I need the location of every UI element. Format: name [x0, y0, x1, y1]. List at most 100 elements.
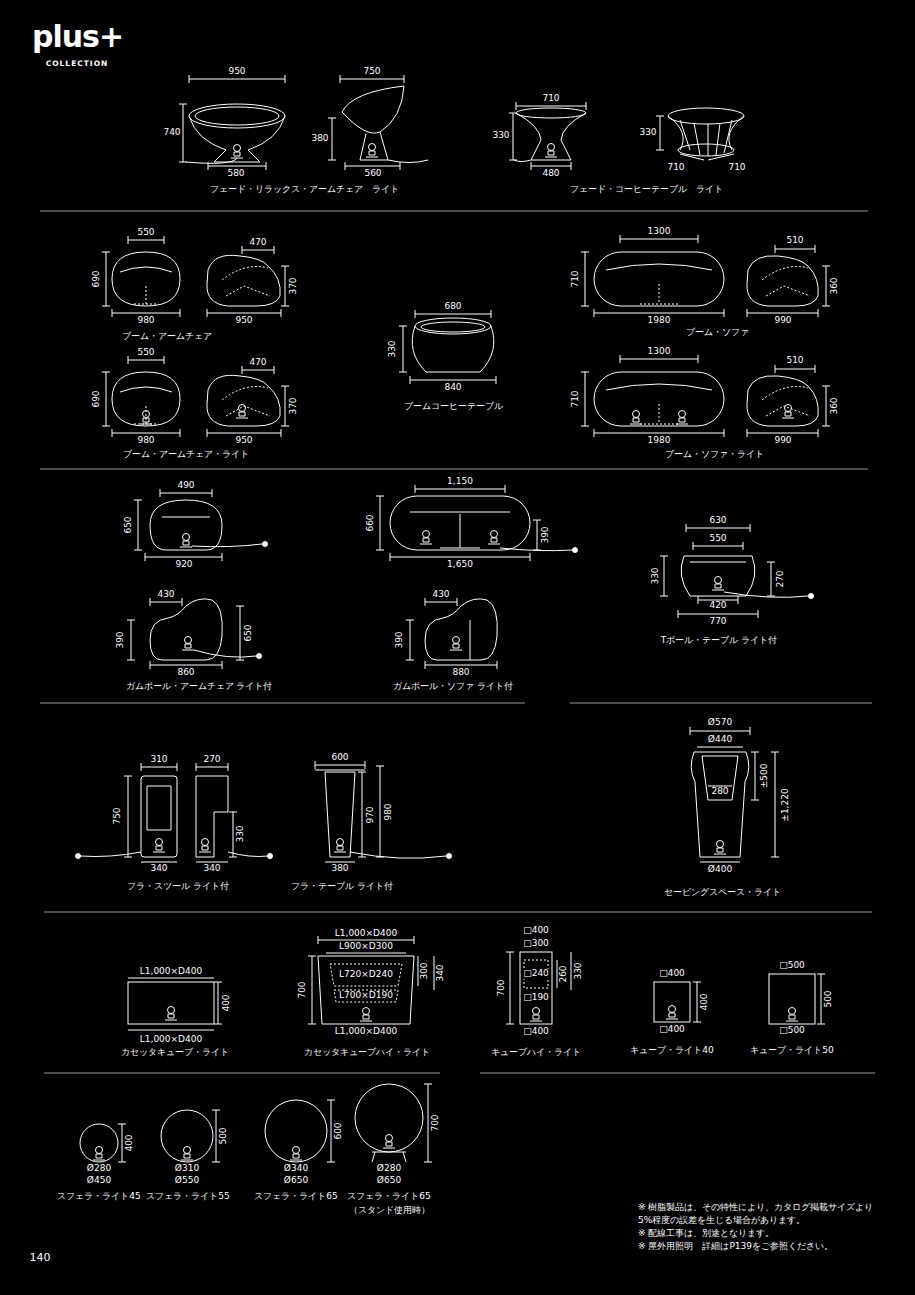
line-art: [366, 144, 378, 158]
dimension: 480: [541, 169, 560, 179]
dimension: Ø440: [707, 735, 733, 745]
line-art: [102, 236, 180, 317]
line-art: [195, 107, 279, 125]
dimension: ±500: [760, 763, 770, 790]
dimension: 580: [226, 169, 245, 179]
line-art: [180, 534, 192, 548]
line-art: [355, 1084, 423, 1152]
line-art: [308, 936, 434, 1024]
dimension: 690: [92, 389, 102, 408]
dimension: 310: [149, 755, 168, 765]
line-art: [290, 1147, 302, 1161]
footnote: ※ 屋外用照明 詳細はP139をご参照ください。: [637, 1240, 879, 1253]
serving-space: [690, 727, 779, 862]
gumball-armchair: [127, 489, 268, 669]
line-art: [315, 770, 365, 857]
line-art: [415, 318, 491, 334]
dimension: 360: [830, 396, 840, 415]
dimension: 690: [92, 269, 102, 288]
dimension: 370: [289, 276, 299, 295]
line-art: [330, 964, 402, 1002]
dimension: 140: [29, 1252, 52, 1264]
caption: カセッタキューブハイ・ライト: [303, 1048, 431, 1058]
caption: COLLECTION: [45, 60, 110, 68]
dimension: □400: [658, 969, 686, 979]
line-art: [447, 854, 452, 859]
dimension: L1,000×D400: [139, 1035, 203, 1045]
dimension: 680: [443, 302, 462, 312]
footnote: ※ 配線工事は、別途となります。: [637, 1227, 879, 1240]
dimension: L720×D240: [338, 970, 394, 980]
line-art: [161, 1110, 213, 1162]
line-art: [179, 75, 285, 170]
dimension: 950: [227, 67, 246, 77]
caption: キューブハイ・ライト: [490, 1048, 582, 1058]
dimension: 330: [574, 961, 584, 980]
caption: ブーム・アームチェア: [121, 332, 213, 342]
fade-table: [509, 102, 744, 170]
dimension: 340: [436, 963, 446, 982]
dimension: 700: [497, 978, 507, 997]
dimension: 700: [298, 980, 308, 999]
line-art: [782, 405, 794, 419]
line-art: [656, 116, 734, 160]
dimension: 710: [727, 163, 746, 173]
line-art: [383, 1135, 395, 1149]
dimension: 400: [125, 1133, 135, 1152]
line-art: [406, 598, 497, 669]
line-art: [334, 839, 346, 853]
dimension: 490: [176, 481, 195, 491]
dimension: 660: [366, 513, 376, 532]
dimension: L900×D300: [338, 942, 394, 952]
dimension: 500: [219, 1126, 229, 1145]
dimension: 840: [443, 383, 462, 393]
line-art: [263, 542, 268, 547]
dimension: 740: [162, 128, 181, 138]
dimension: 470: [248, 238, 267, 248]
line-art: [388, 160, 428, 163]
line-art: [724, 592, 808, 597]
caption: フラ・スツール ライト付: [126, 882, 230, 892]
line-art: [690, 727, 779, 862]
dimension: 330: [236, 824, 246, 843]
line-art: [376, 485, 541, 561]
caption: キューブ・ライト50: [749, 1046, 834, 1056]
line-art: [199, 839, 211, 853]
line-art: [420, 531, 432, 545]
separators: [40, 211, 875, 1073]
dimension: 920: [174, 560, 193, 570]
line-art: [390, 496, 530, 550]
dimension: Ø570: [707, 718, 733, 728]
caption: スフェラ・ライト45: [56, 1192, 141, 1202]
line-art: [165, 1007, 177, 1021]
line-art: [606, 264, 712, 270]
line-art: [769, 974, 815, 1024]
line-art: [112, 252, 180, 306]
dimension: 710: [666, 163, 685, 173]
dimension: 770: [708, 617, 727, 627]
caption: （スタンド使用時）: [348, 1206, 431, 1216]
dimension: 990: [773, 316, 792, 326]
dimension: L1,000×D400: [139, 967, 203, 977]
dimension: □400: [522, 926, 550, 936]
line-art: [134, 489, 222, 561]
caption: ブーム・ソファ: [685, 328, 750, 338]
line-art: [257, 654, 262, 659]
dimension: Ø340: [283, 1164, 309, 1174]
dimension: Ø310: [174, 1164, 200, 1174]
line-art: [207, 246, 289, 317]
line-art: [506, 952, 571, 1024]
line-art: [128, 982, 214, 1024]
line-art: [421, 322, 485, 332]
line-art: [488, 531, 500, 545]
dimension: 260: [559, 964, 569, 983]
dimension: 330: [491, 131, 510, 141]
dimension: 510: [785, 356, 804, 366]
cube-lights: [128, 936, 825, 1030]
dimension: □500: [778, 1026, 806, 1036]
line-art: [192, 544, 262, 547]
line-art: [425, 599, 497, 660]
line-art: [140, 411, 152, 425]
line-art: [747, 245, 830, 317]
